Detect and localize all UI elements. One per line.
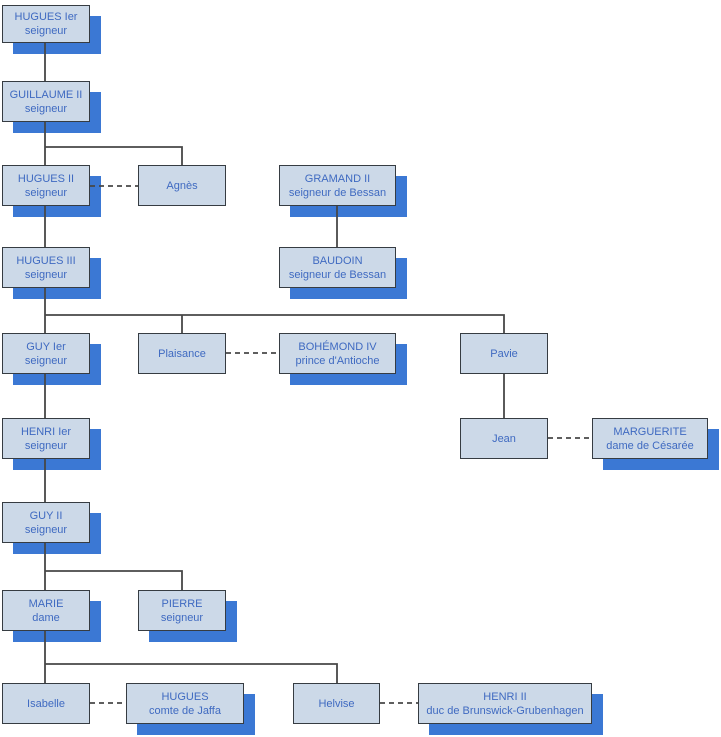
person-role: seigneur [24, 523, 68, 536]
person-role: seigneur [24, 268, 68, 281]
connector-segment [45, 314, 505, 333]
tree-node-guy-1er[interactable]: GUY Ier seigneur [2, 333, 90, 374]
person-name: BAUDOIN [312, 254, 363, 267]
person-name: MARIE [28, 597, 64, 610]
person-name: GUILLAUME II [9, 88, 83, 101]
person-role: duc de Brunswick-Grubenhagen [426, 704, 584, 717]
person-name: HUGUES III [16, 254, 76, 267]
tree-node-pierre[interactable]: PIERRE seigneur [138, 590, 226, 631]
connector-segment [45, 663, 338, 683]
connector-segment [45, 146, 183, 165]
person-role: seigneur [24, 439, 68, 452]
connector-segment [45, 570, 183, 590]
tree-node-hugues-jaffa[interactable]: HUGUES comte de Jaffa [126, 683, 244, 724]
person-name: GRAMAND II [304, 172, 371, 185]
tree-node-henri-1er[interactable]: HENRI Ier seigneur [2, 418, 90, 459]
person-role: seigneur de Bessan [288, 186, 387, 199]
person-role: seigneur [24, 186, 68, 199]
person-name: Isabelle [27, 697, 65, 710]
person-name: PIERRE [161, 597, 203, 610]
person-name: Jean [492, 432, 516, 445]
person-name: HUGUES Ier [14, 11, 78, 23]
tree-node-agnes[interactable]: Agnès [138, 165, 226, 206]
person-name: HUGUES II [17, 172, 75, 185]
person-role: seigneur de Bessan [288, 268, 387, 281]
person-role: comte de Jaffa [149, 704, 221, 717]
person-role: seigneur [24, 102, 68, 115]
person-name: HENRI Ier [20, 425, 72, 438]
tree-node-helvise[interactable]: Helvise [293, 683, 380, 724]
person-role: dame de Césarée [606, 439, 694, 452]
person-name: GUY Ier [26, 340, 66, 353]
person-name: HENRI II [483, 690, 527, 703]
tree-node-pavie[interactable]: Pavie [460, 333, 548, 374]
person-name: Pavie [490, 347, 518, 360]
tree-node-marguerite[interactable]: MARGUERITE dame de Césarée [592, 418, 708, 459]
tree-node-henri-2[interactable]: HENRI II duc de Brunswick-Grubenhagen [418, 683, 592, 724]
person-name: Helvise [318, 697, 355, 710]
person-role: seigneur [160, 611, 204, 624]
person-name: HUGUES [161, 690, 209, 703]
tree-node-marie[interactable]: MARIE dame [2, 590, 90, 631]
tree-node-gramand-2[interactable]: GRAMAND II seigneur de Bessan [279, 165, 396, 206]
person-role: prince d'Antioche [295, 354, 380, 367]
tree-node-hugues-1er[interactable]: HUGUES Ier seigneur [2, 5, 90, 43]
tree-node-baudoin[interactable]: BAUDOIN seigneur de Bessan [279, 247, 396, 288]
person-role: seigneur [24, 25, 68, 37]
tree-node-guy-2[interactable]: GUY II seigneur [2, 502, 90, 543]
tree-node-isabelle[interactable]: Isabelle [2, 683, 90, 724]
person-role: seigneur [24, 354, 68, 367]
person-name: BOHÉMOND IV [298, 340, 377, 353]
tree-node-bohemond-4[interactable]: BOHÉMOND IV prince d'Antioche [279, 333, 396, 374]
person-name: MARGUERITE [613, 425, 687, 438]
tree-node-guillaume-2[interactable]: GUILLAUME II seigneur [2, 81, 90, 122]
tree-node-hugues-3[interactable]: HUGUES III seigneur [2, 247, 90, 288]
person-name: Agnès [166, 179, 198, 192]
person-role: dame [32, 611, 60, 624]
person-name: Plaisance [158, 347, 206, 360]
tree-node-hugues-2[interactable]: HUGUES II seigneur [2, 165, 90, 206]
person-name: GUY II [29, 509, 63, 522]
tree-node-jean[interactable]: Jean [460, 418, 548, 459]
tree-node-plaisance[interactable]: Plaisance [138, 333, 226, 374]
